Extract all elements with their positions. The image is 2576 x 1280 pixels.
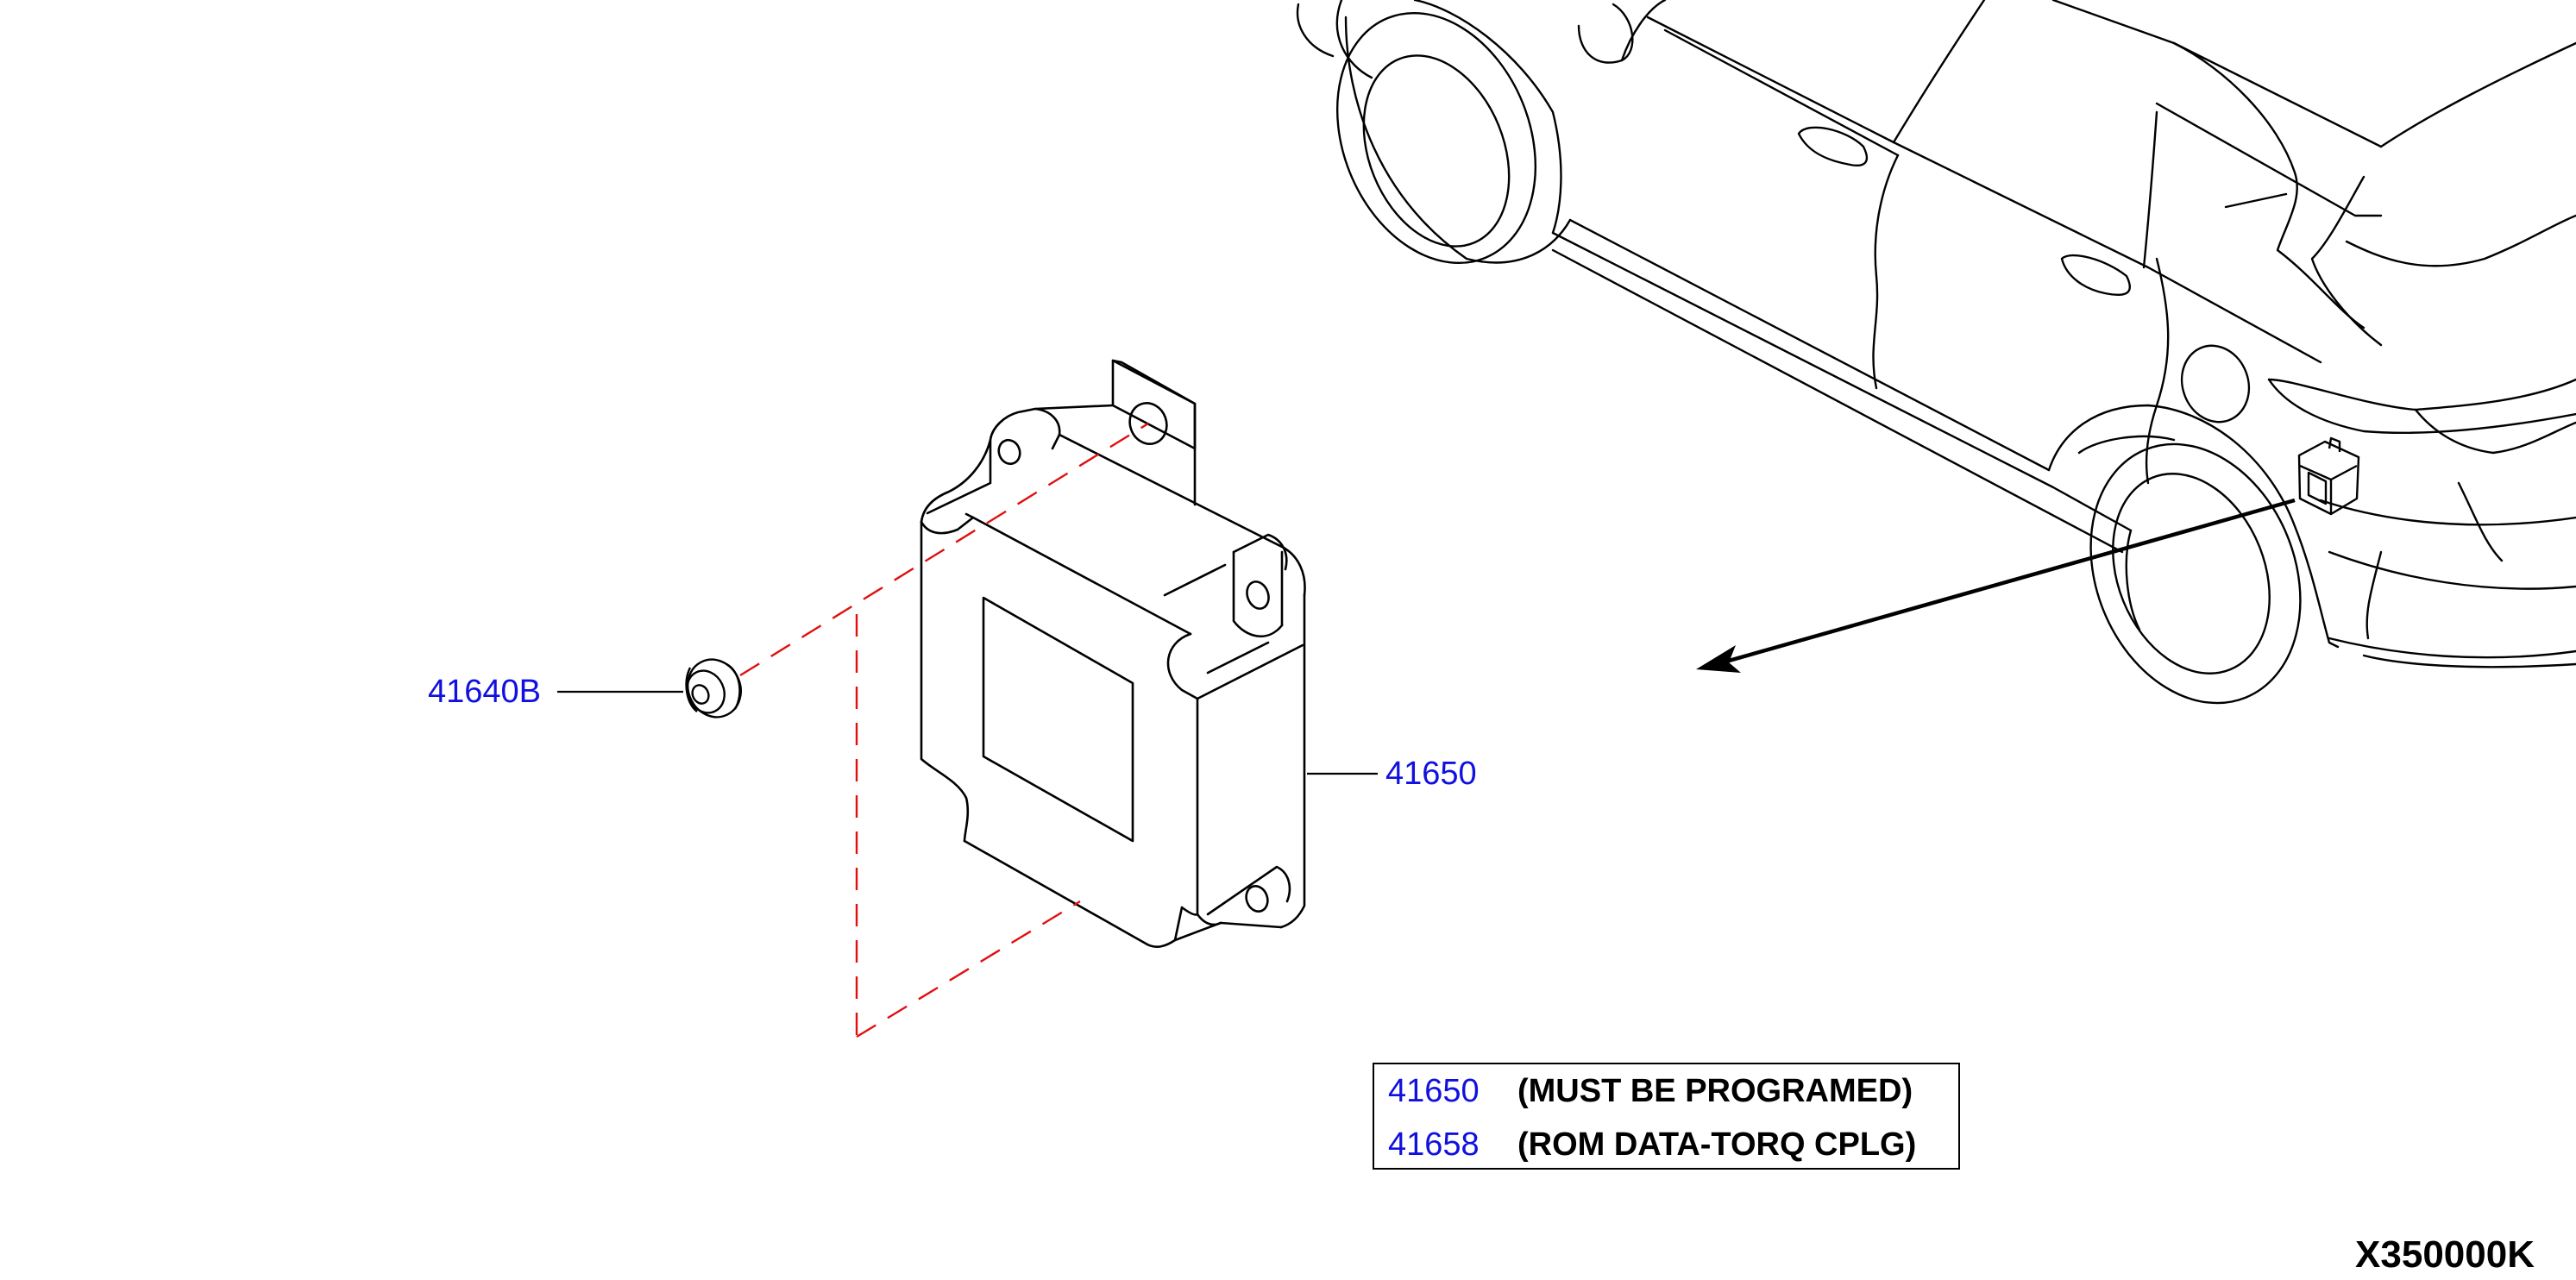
callout-41640b: 41640B — [428, 674, 542, 710]
note-code: 41650 — [1388, 1072, 1480, 1109]
note-row-1: 41650 (MUST BE PROGRAMED) — [1374, 1064, 1958, 1118]
callout-41650: 41650 — [1385, 756, 1477, 792]
dashed-leader-top — [739, 422, 1149, 677]
dashed-leader-bottom — [856, 900, 1081, 1038]
clip-nut-icon — [685, 658, 742, 718]
note-text: (MUST BE PROGRAMED) — [1517, 1072, 1913, 1109]
note-text: (ROM DATA-TORQ CPLG) — [1517, 1126, 1917, 1163]
leader-lines — [557, 690, 1378, 775]
drawing-id: X350000K — [2355, 1233, 2535, 1276]
note-code: 41658 — [1388, 1126, 1480, 1163]
dashed-leader-lines — [739, 422, 1149, 1038]
note-row-2: 41658 (ROM DATA-TORQ CPLG) — [1374, 1118, 1958, 1171]
control-unit-icon — [920, 359, 1306, 949]
control-unit-location-icon — [2297, 436, 2360, 516]
notes-table: 41650 (MUST BE PROGRAMED) 41658 (ROM DAT… — [1373, 1063, 1960, 1170]
vehicle-rear-quarter — [1296, 0, 2576, 705]
location-arrow-icon — [1696, 498, 2296, 673]
